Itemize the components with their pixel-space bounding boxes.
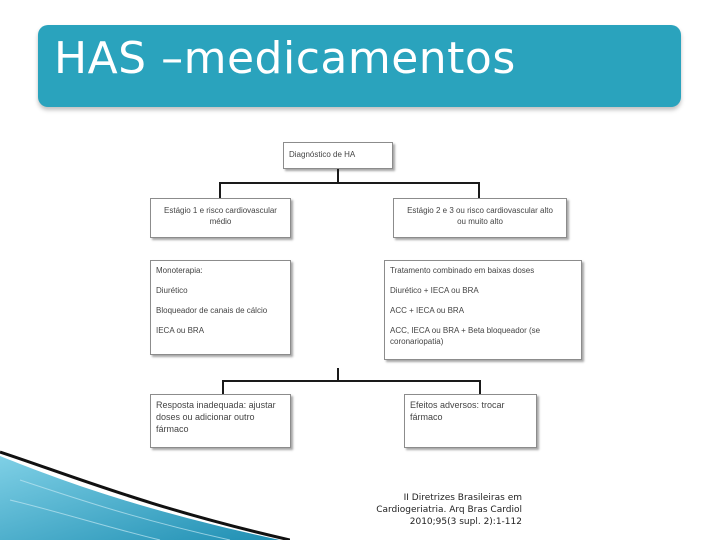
stage2-line2: ou muito alto bbox=[399, 216, 561, 227]
diagnosis-label: Diagnóstico de HA bbox=[289, 149, 387, 160]
stage1-line2: médio bbox=[156, 216, 285, 227]
combination-title: Tratamento combinado em baixas doses bbox=[390, 265, 576, 276]
diagnosis-box: Diagnóstico de HA bbox=[283, 142, 393, 169]
connector-bottom-left bbox=[222, 380, 224, 395]
stage1-line1: Estágio 1 e risco cardiovascular bbox=[156, 205, 285, 216]
mono-item-diuretic: Diurético bbox=[156, 285, 285, 296]
combo-item-3b: coronariopatia) bbox=[390, 336, 576, 347]
response-box: Resposta inadequada: ajustar doses ou ad… bbox=[150, 394, 291, 448]
stage2-box: Estágio 2 e 3 ou risco cardiovascular al… bbox=[393, 198, 567, 238]
adverse-line1: Efeitos adversos: trocar bbox=[410, 399, 531, 411]
response-line3: fármaco bbox=[156, 423, 285, 435]
connector-right-down bbox=[478, 182, 480, 199]
corner-decoration bbox=[0, 450, 290, 540]
combo-item-2: ACC + IECA ou BRA bbox=[390, 305, 576, 316]
combination-box: Tratamento combinado em baixas doses Diu… bbox=[384, 260, 582, 360]
monotherapy-title: Monoterapia: bbox=[156, 265, 285, 276]
citation: II Diretrizes Brasileiras em Cardiogeria… bbox=[350, 492, 522, 528]
monotherapy-box: Monoterapia: Diurético Bloqueador de can… bbox=[150, 260, 291, 355]
response-line2: doses ou adicionar outro bbox=[156, 411, 285, 423]
stage1-box: Estágio 1 e risco cardiovascular médio bbox=[150, 198, 291, 238]
combo-item-1: Diurético + IECA ou BRA bbox=[390, 285, 576, 296]
mono-item-ieca: IECA ou BRA bbox=[156, 325, 285, 336]
connector-bottom-right bbox=[479, 380, 481, 395]
citation-line3: 2010;95(3 supl. 2):1-112 bbox=[350, 516, 522, 528]
connector-root-down bbox=[337, 169, 339, 183]
connector-bottom-horizontal bbox=[222, 380, 481, 382]
citation-line1: II Diretrizes Brasileiras em bbox=[350, 492, 522, 504]
mono-item-ccb: Bloqueador de canais de cálcio bbox=[156, 305, 285, 316]
connector-top-horizontal bbox=[219, 182, 480, 184]
connector-left-down bbox=[219, 182, 221, 199]
adverse-line2: fármaco bbox=[410, 411, 531, 423]
adverse-effects-box: Efeitos adversos: trocar fármaco bbox=[404, 394, 537, 448]
response-line1: Resposta inadequada: ajustar bbox=[156, 399, 285, 411]
combo-item-3: ACC, IECA ou BRA + Beta bloqueador (se bbox=[390, 325, 576, 336]
citation-line2: Cardiogeriatria. Arq Bras Cardiol bbox=[350, 504, 522, 516]
stage2-line1: Estágio 2 e 3 ou risco cardiovascular al… bbox=[399, 205, 561, 216]
